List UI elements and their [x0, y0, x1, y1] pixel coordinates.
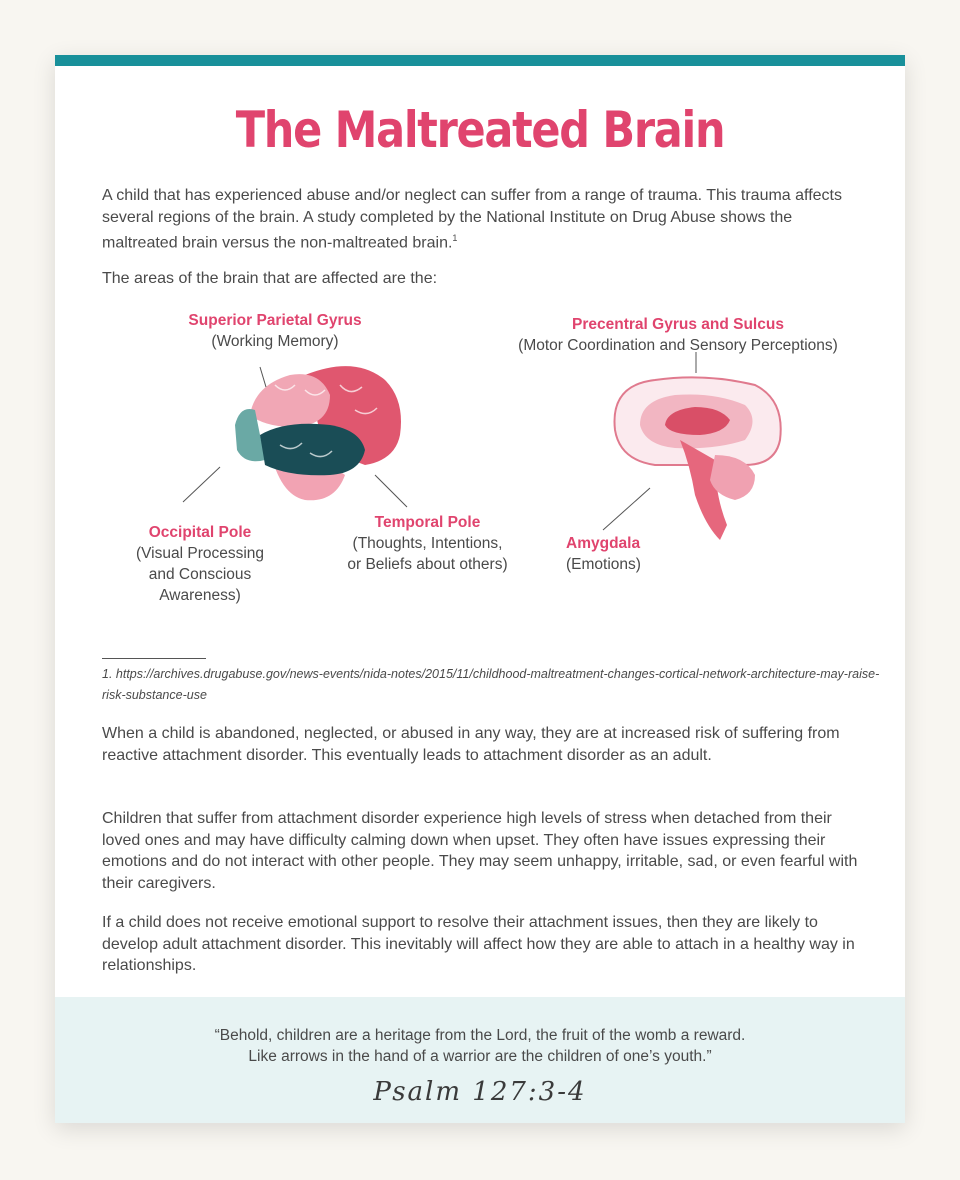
region-name: Amygdala — [566, 535, 641, 552]
region-description-line: Awareness) — [159, 587, 241, 604]
region-description: (Motor Coordination and Sensory Percepti… — [518, 337, 838, 354]
region-description: (Working Memory) — [211, 333, 339, 350]
region-description-line: (Thoughts, Intentions, — [352, 535, 503, 552]
body-paragraph: Children that suffer from attachment dis… — [102, 810, 858, 892]
footnote-mark: 1 — [452, 233, 458, 243]
quote-line: Like arrows in the hand of a warrior are… — [248, 1048, 712, 1065]
region-description: (Emotions) — [566, 556, 641, 573]
brain-illustrations — [182, 352, 782, 540]
region-description-line: and Conscious — [148, 566, 252, 583]
lead-sentence: The areas of the brain that are affected… — [102, 270, 438, 287]
label-amygdala: Amygdala (Emotions) — [566, 533, 676, 575]
pointer-line — [259, 366, 267, 388]
scripture-reference: Psalm 127:3-4 — [373, 1077, 587, 1107]
footnote: 1. https://archives.drugabuse.gov/news-e… — [102, 667, 880, 702]
intro-text: A child that has experienced abuse and/o… — [102, 187, 842, 252]
pointer-line — [374, 474, 408, 508]
pointer-line — [602, 487, 651, 531]
page-title: The Maltreated Brain — [235, 101, 726, 159]
scripture-quote: “Behold, children are a heritage from th… — [55, 1025, 905, 1067]
region-name: Temporal Pole — [374, 514, 481, 531]
document-page: The Maltreated Brain A child that has ex… — [55, 55, 905, 1123]
pointer-line — [182, 466, 221, 503]
quote-line: “Behold, children are a heritage from th… — [214, 1027, 746, 1044]
label-precentral-gyrus: Precentral Gyrus and Sulcus (Motor Coord… — [478, 314, 878, 356]
top-accent-bar — [55, 55, 905, 66]
scripture-quote-box: “Behold, children are a heritage from th… — [55, 997, 905, 1123]
intro-paragraph: A child that has experienced abuse and/o… — [102, 185, 872, 254]
sagittal-brain-illustration — [613, 376, 782, 540]
region-description-line: (Visual Processing — [135, 545, 265, 562]
region-name: Occipital Pole — [148, 524, 252, 541]
body-paragraph: If a child does not receive emotional su… — [102, 914, 855, 974]
footnote-divider — [102, 658, 206, 659]
lateral-brain-illustration — [235, 366, 401, 501]
region-description-line: or Beliefs about others) — [347, 556, 508, 573]
label-temporal-pole: Temporal Pole (Thoughts, Intentions, or … — [320, 512, 535, 575]
region-name: Superior Parietal Gyrus — [188, 312, 362, 329]
label-superior-parietal-gyrus: Superior Parietal Gyrus (Working Memory) — [160, 310, 390, 352]
region-name: Precentral Gyrus and Sulcus — [572, 316, 784, 333]
body-paragraph: When a child is abandoned, neglected, or… — [102, 725, 840, 764]
label-occipital-pole: Occipital Pole (Visual Processing and Co… — [110, 522, 290, 606]
